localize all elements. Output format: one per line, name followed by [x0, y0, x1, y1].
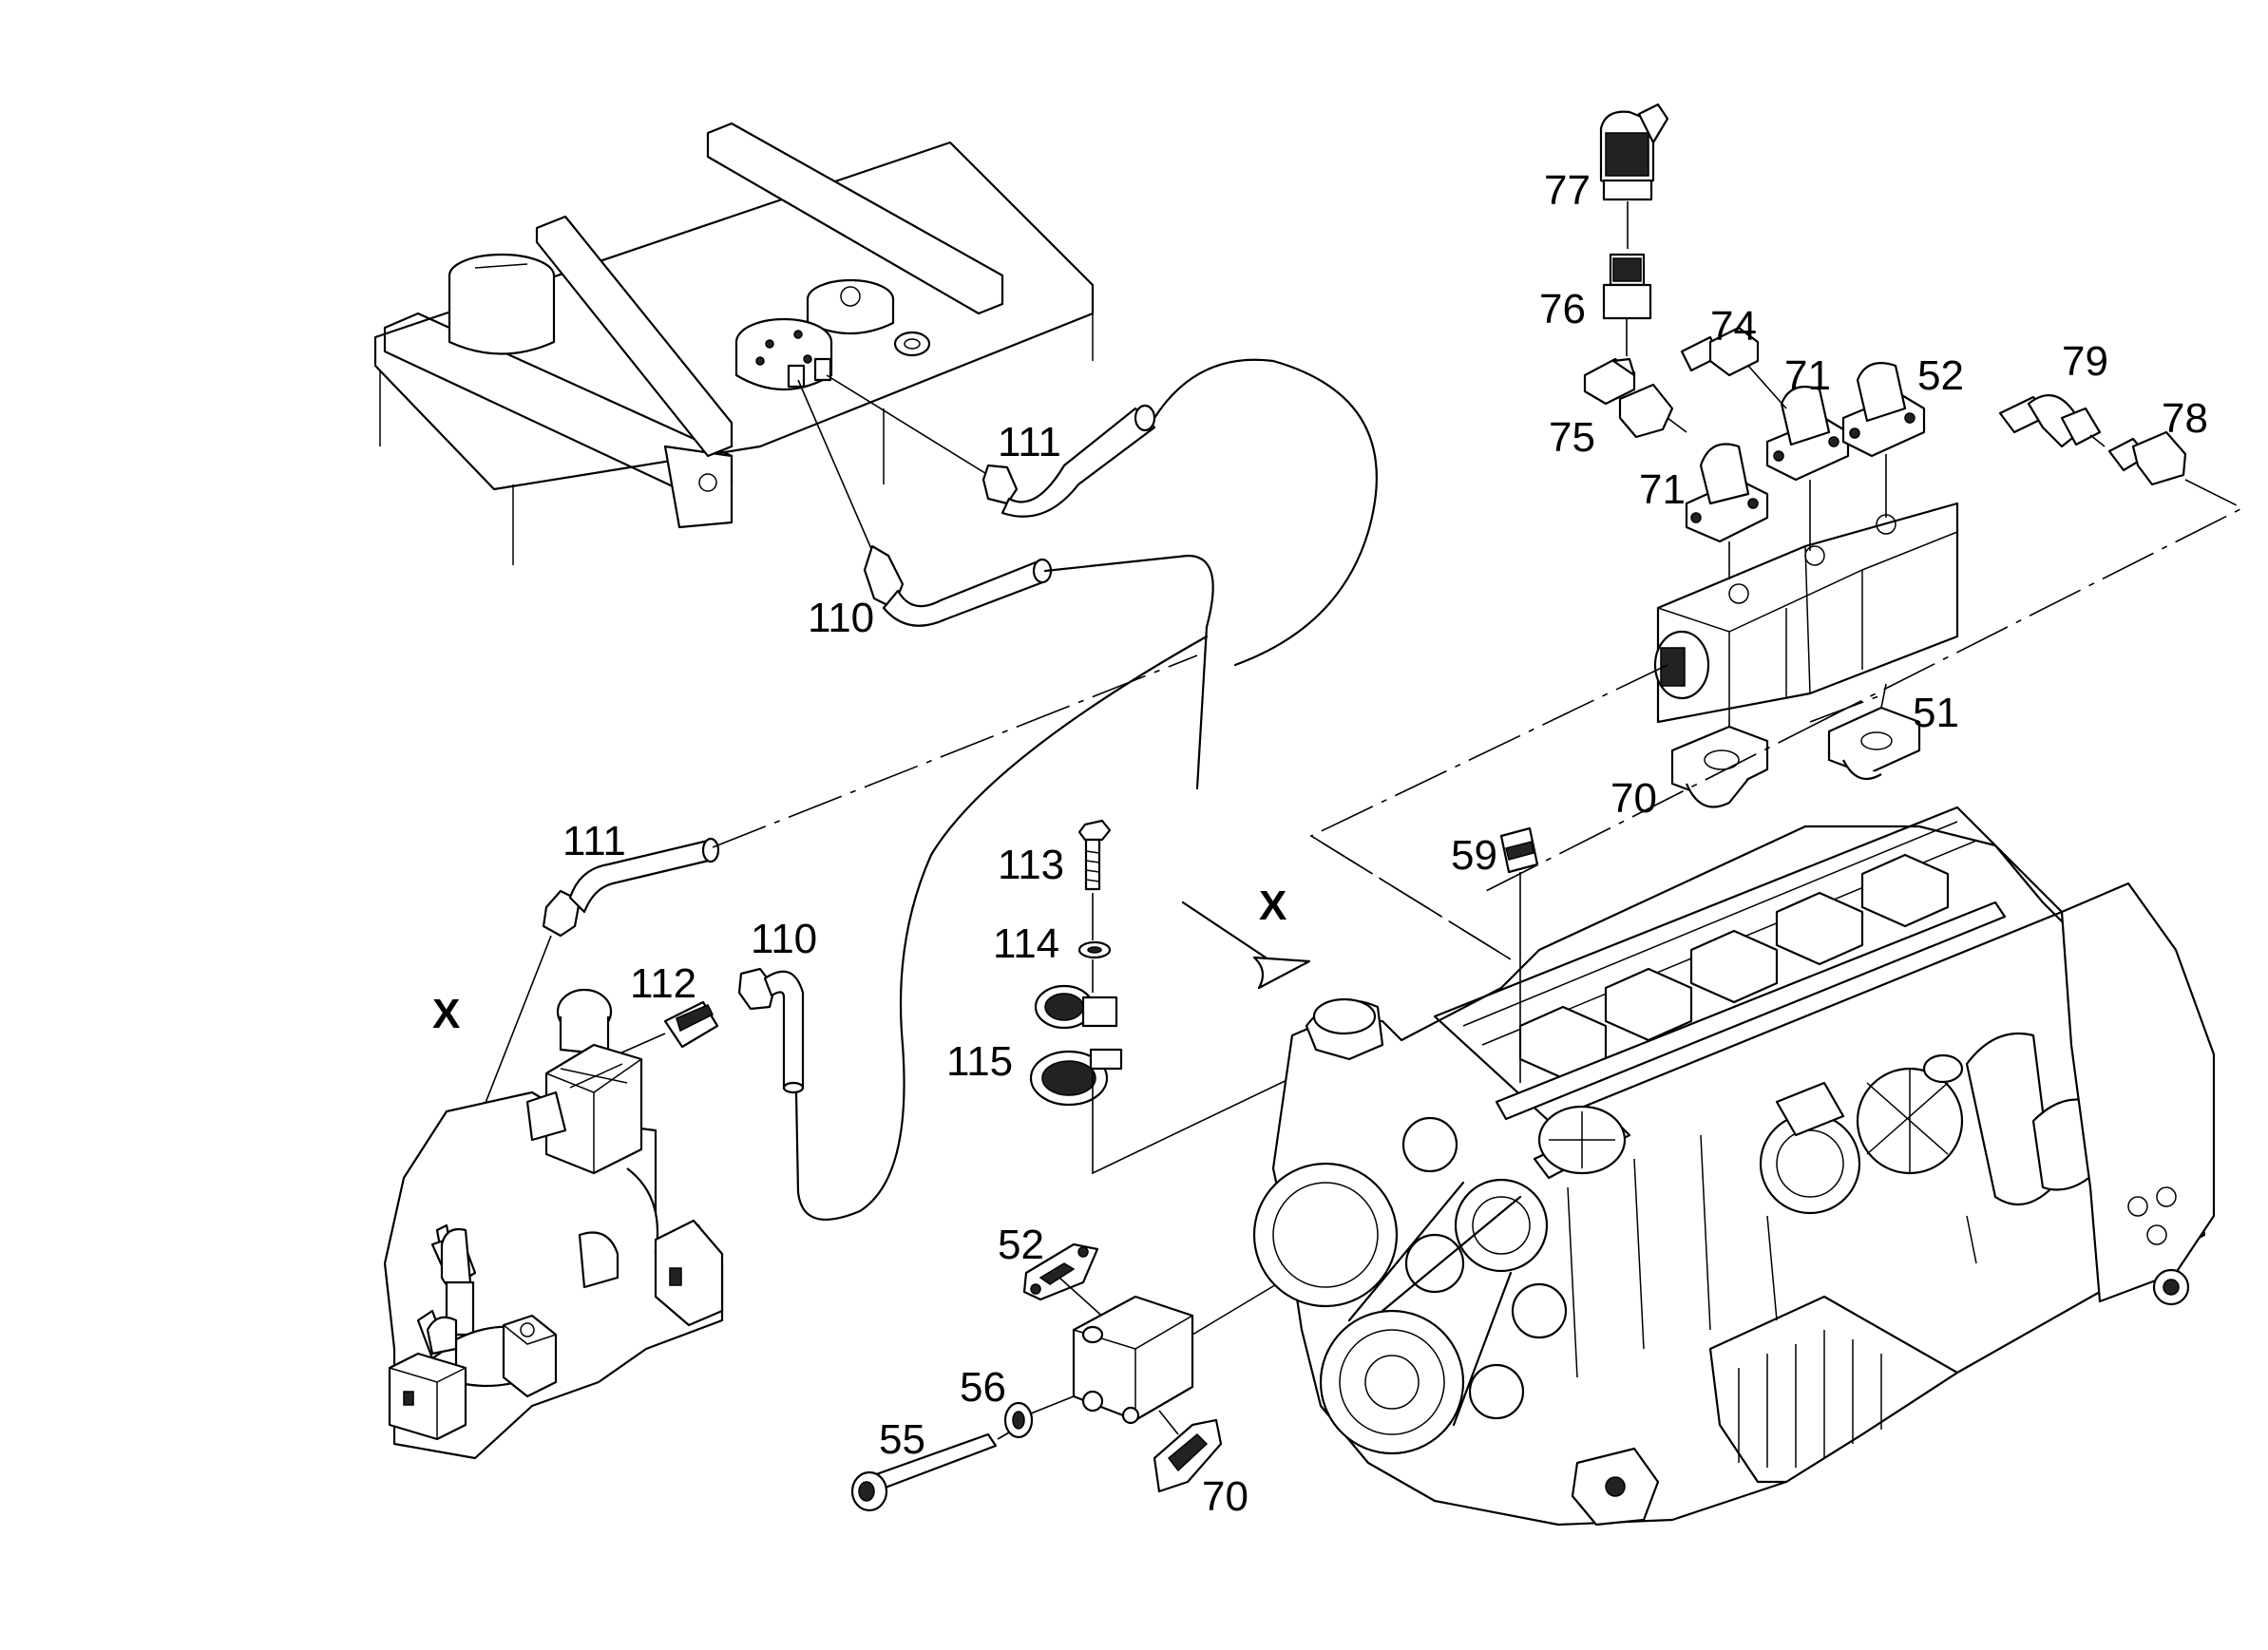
label-74: 74	[1710, 303, 1757, 350]
flange-51	[1809, 683, 1921, 781]
bolt-55	[850, 1432, 1010, 1512]
washer-56	[1003, 1395, 1075, 1439]
label-70-upper: 70	[1610, 775, 1657, 822]
left-pump-assembly	[383, 988, 724, 1460]
hose-110-upper	[797, 379, 1214, 790]
flange-71-left	[1685, 443, 1769, 579]
fitting-75	[1583, 357, 1687, 439]
label-view-x-pump: X	[432, 991, 460, 1037]
washer-114	[1077, 940, 1112, 993]
label-111-upper: 111	[998, 419, 1061, 465]
engine-block	[1252, 806, 2216, 1527]
label-view-x-arrow: X	[1259, 882, 1286, 929]
clamp-115	[1029, 984, 1322, 1175]
fitting-112	[617, 1000, 719, 1055]
bolt-113	[1077, 819, 1112, 940]
fitting-74	[1680, 326, 1787, 409]
hydraulic-pump-upper	[1653, 502, 1959, 724]
label-59: 59	[1451, 832, 1497, 879]
label-71-lower: 71	[1639, 466, 1686, 513]
label-110-upper: 110	[808, 595, 874, 641]
fitting-79	[1998, 394, 2106, 448]
pump-lower	[1072, 1277, 1288, 1425]
label-114: 114	[993, 920, 1059, 967]
hose-110-lower	[737, 635, 1209, 1221]
fitting-78	[1828, 430, 2244, 718]
label-79: 79	[2062, 338, 2108, 385]
label-112: 112	[630, 960, 696, 1007]
label-77: 77	[1544, 167, 1591, 214]
flange-71-right	[1765, 386, 1850, 551]
hydraulic-tank	[373, 122, 1095, 565]
label-71-upper: 71	[1784, 352, 1831, 399]
label-113: 113	[998, 842, 1064, 888]
label-52-lower: 52	[998, 1222, 1044, 1268]
flange-52-lower	[1022, 1242, 1108, 1321]
fitting-76	[1602, 253, 1652, 356]
label-70-lower: 70	[1202, 1473, 1248, 1520]
flange-70-lower	[1153, 1410, 1223, 1493]
label-76: 76	[1539, 286, 1586, 332]
view-arrow-x	[1181, 901, 1311, 990]
label-115: 115	[946, 1038, 1013, 1085]
label-111-lower: 111	[562, 818, 626, 864]
label-75: 75	[1549, 414, 1595, 461]
label-52-upper: 52	[1917, 352, 1964, 399]
flange-70-upper	[1670, 717, 1769, 808]
fitting-77	[1599, 103, 1669, 249]
label-110-lower: 110	[751, 916, 817, 962]
label-51: 51	[1913, 690, 1959, 736]
label-55: 55	[879, 1416, 925, 1463]
hose-111-lower	[455, 654, 1198, 1179]
label-78: 78	[2162, 395, 2208, 442]
label-56: 56	[960, 1364, 1006, 1411]
flange-52-upper	[1841, 362, 1926, 518]
hose-111-upper	[826, 358, 1378, 667]
part-labels: 77 76 74 71 52 79 78 75 71 51 70 111 110…	[432, 167, 2208, 1520]
